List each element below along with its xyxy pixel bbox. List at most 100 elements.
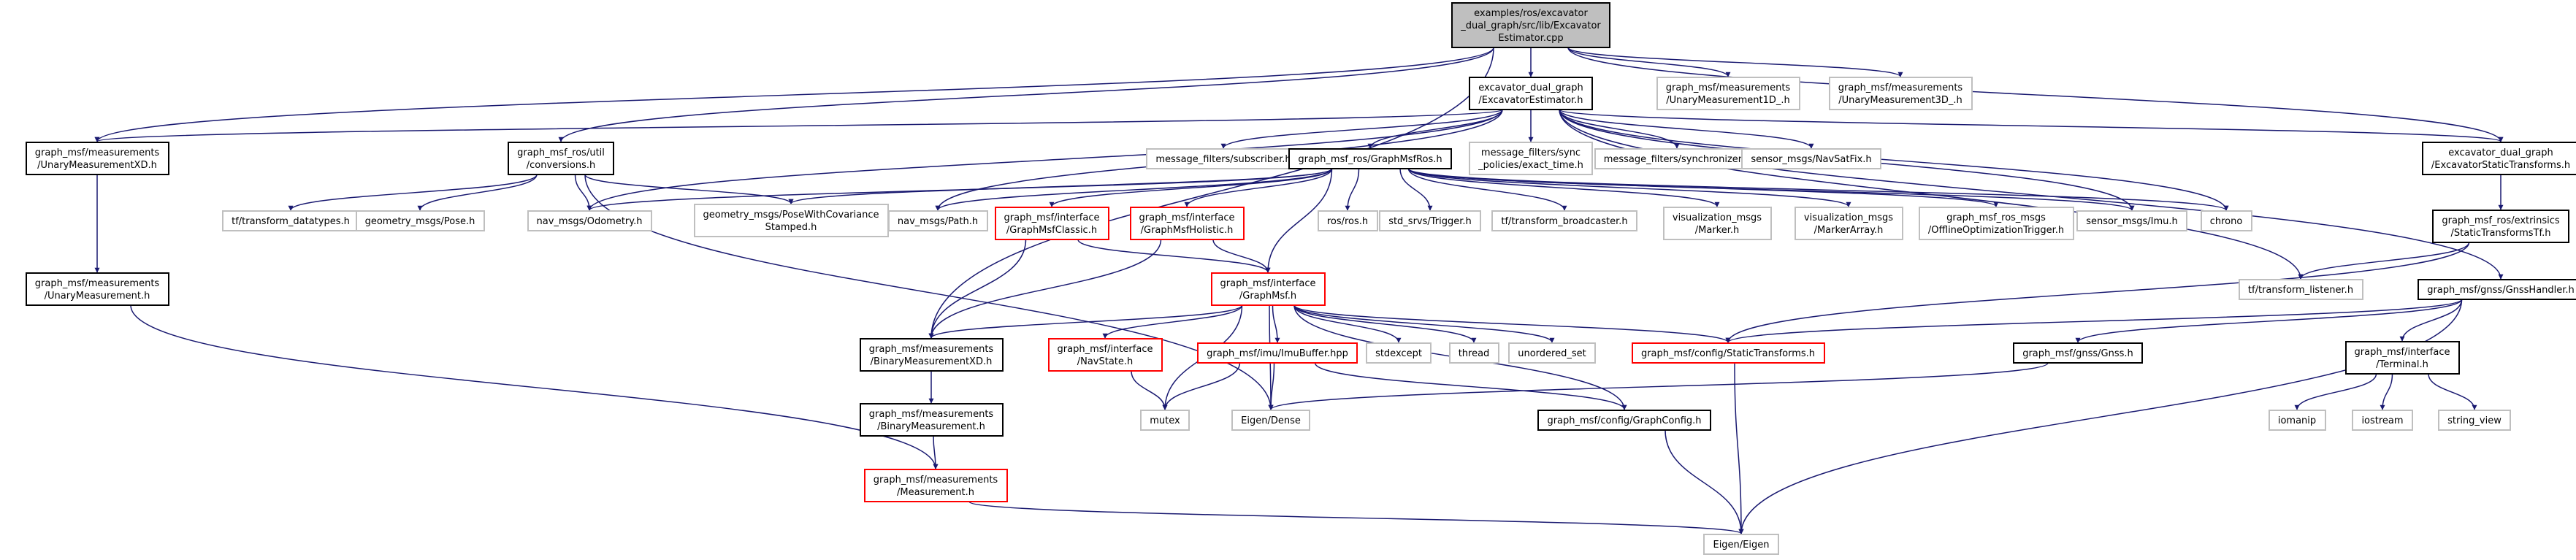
node-label-line: /GraphMsfClassic.h bbox=[1006, 225, 1097, 236]
edge-root-to-umxd bbox=[94, 47, 1494, 142]
node-marker: visualization_msgs/Marker.h bbox=[1663, 207, 1772, 240]
node-label-line: nav_msgs/Odometry.h bbox=[537, 216, 643, 227]
node-label-line: graph_msf_ros/util bbox=[517, 147, 605, 158]
node-label-line: examples/ros/excavator bbox=[1474, 8, 1588, 19]
node-gconf[interactable]: graph_msf/config/GraphConfig.h bbox=[1537, 410, 1711, 431]
edge-stf-to-eigen bbox=[1734, 362, 1744, 534]
node-root[interactable]: examples/ros/excavator_dual_graph/src/li… bbox=[1451, 2, 1610, 48]
edge-imubuf-to-dense bbox=[1268, 362, 1275, 410]
node-label-line: graph_msf/interface bbox=[2355, 347, 2450, 358]
node-imu: sensor_msgs/Imu.h bbox=[2076, 210, 2187, 231]
node-ee[interactable]: excavator_dual_graph/ExcavatorEstimator.… bbox=[1469, 77, 1593, 110]
edge-ee-to-umxd bbox=[95, 109, 1503, 142]
edge-rstt-to-tfl bbox=[2298, 242, 2470, 280]
node-label-line: geometry_msgs/Pose.h bbox=[365, 216, 475, 227]
node-label-line: /ExcavatorEstimator.h bbox=[1478, 95, 1583, 106]
node-layer: examples/ros/excavator_dual_graph/src/li… bbox=[26, 2, 2576, 555]
edge-ee-to-odom bbox=[586, 109, 1503, 211]
node-eigen: Eigen/Eigen bbox=[1703, 534, 1779, 555]
node-navsat: sensor_msgs/NavSatFix.h bbox=[1741, 148, 1881, 169]
edge-ee-to-mfsub bbox=[1220, 109, 1503, 149]
node-label-line: sensor_msgs/NavSatFix.h bbox=[1751, 154, 1871, 165]
node-offline: graph_msf_ros_msgs/OfflineOptimizationTr… bbox=[1919, 207, 2074, 240]
node-imubuf[interactable]: graph_msf/imu/ImuBuffer.hpp bbox=[1197, 342, 1358, 364]
node-box bbox=[888, 210, 988, 231]
node-label-line: graph_msf/measurements bbox=[869, 344, 994, 355]
node-box bbox=[1231, 410, 1310, 431]
node-box bbox=[1919, 207, 2074, 240]
edge-gmros-to-gm bbox=[1265, 168, 1333, 273]
node-box bbox=[508, 142, 614, 175]
node-label-line: graph_msf/gnss/GnssHandler.h bbox=[2427, 285, 2575, 296]
node-odom: nav_msgs/Odometry.h bbox=[527, 210, 652, 231]
node-stf[interactable]: graph_msf/config/StaticTransforms.h bbox=[1632, 342, 1825, 364]
node-label-line: Eigen/Dense bbox=[1241, 415, 1301, 426]
node-box bbox=[2013, 342, 2143, 364]
node-label-line: stdexcept bbox=[1375, 348, 1422, 359]
node-label-line: nav_msgs/Path.h bbox=[898, 216, 978, 227]
node-box bbox=[1829, 77, 1973, 110]
node-label-line: /UnaryMeasurement3D_.h bbox=[1838, 95, 1962, 106]
node-navstate[interactable]: graph_msf/interface/NavState.h bbox=[1048, 338, 1163, 372]
node-box bbox=[864, 469, 1008, 502]
node-bm[interactable]: graph_msf/measurements/BinaryMeasurement… bbox=[860, 403, 1004, 437]
edge-term-to-sview bbox=[2428, 373, 2477, 410]
node-rstt[interactable]: graph_msf_ros/extrinsics/StaticTransform… bbox=[2432, 210, 2569, 243]
node-label-line: excavator_dual_graph bbox=[2448, 147, 2553, 158]
node-box bbox=[26, 142, 169, 175]
node-box bbox=[1741, 148, 1881, 169]
node-um1d: graph_msf/measurements/UnaryMeasurement1… bbox=[1656, 77, 1800, 110]
node-label-line: graph_msf/imu/ImuBuffer.hpp bbox=[1207, 348, 1348, 359]
node-bmxd[interactable]: graph_msf/measurements/BinaryMeasurement… bbox=[860, 338, 1004, 372]
node-term[interactable]: graph_msf/interface/Terminal.h bbox=[2345, 341, 2460, 375]
edge-bm-to-meas bbox=[933, 435, 939, 469]
node-label-line: string_view bbox=[2447, 415, 2502, 426]
node-label-line: graph_msf_ros/GraphMsfRos.h bbox=[1298, 154, 1442, 165]
node-gnssh[interactable]: graph_msf/gnss/GnssHandler.h bbox=[2418, 279, 2576, 300]
node-label-line: /Measurement.h bbox=[897, 487, 974, 498]
node-label-line: tf/transform_listener.h bbox=[2248, 285, 2353, 296]
edge-imubuf-to-gconf bbox=[1314, 362, 1627, 410]
edge-gnssh-to-stf bbox=[1725, 299, 2463, 343]
node-box bbox=[2345, 341, 2460, 375]
node-tfb: tf/transform_broadcaster.h bbox=[1491, 210, 1637, 231]
edge-navstate-to-mutex bbox=[1131, 370, 1168, 410]
node-label-line: graph_msf/measurements bbox=[35, 278, 160, 289]
node-gmc[interactable]: graph_msf/interface/GraphMsfClassic.h bbox=[995, 207, 1109, 240]
node-label-line: graph_msf/config/GraphConfig.h bbox=[1547, 415, 1701, 426]
node-mfsync: message_filters/sync_policies/exact_time… bbox=[1469, 142, 1593, 175]
edge-gmros-to-path bbox=[935, 168, 1333, 211]
node-box bbox=[1537, 410, 1711, 431]
node-pwc: geometry_msgs/PoseWithCovarianceStamped.… bbox=[694, 204, 889, 237]
node-meas[interactable]: graph_msf/measurements/Measurement.h bbox=[864, 469, 1008, 502]
node-umxd[interactable]: graph_msf/measurements/UnaryMeasurementX… bbox=[26, 142, 169, 175]
node-mfsub: message_filters/subscriber.h bbox=[1146, 148, 1301, 169]
node-um[interactable]: graph_msf/measurements/UnaryMeasurement.… bbox=[26, 272, 169, 306]
node-gnss[interactable]: graph_msf/gnss/Gnss.h bbox=[2013, 342, 2143, 364]
node-label-line: /OfflineOptimizationTrigger.h bbox=[1928, 225, 2064, 236]
edge-conv-to-odom bbox=[574, 174, 592, 211]
node-box bbox=[1469, 142, 1593, 175]
node-label-line: message_filters/sync bbox=[1481, 147, 1581, 158]
node-label-line: /UnaryMeasurement1D_.h bbox=[1666, 95, 1790, 106]
node-box bbox=[1594, 148, 1760, 169]
edge-root-to-bmxd bbox=[928, 47, 1494, 339]
edge-um-to-meas bbox=[130, 304, 939, 469]
node-label-line: graph_msf_ros_msgs bbox=[1946, 212, 2046, 223]
node-gm[interactable]: graph_msf/interface/GraphMsf.h bbox=[1211, 272, 1326, 306]
node-conv[interactable]: graph_msf_ros/util/conversions.h bbox=[508, 142, 614, 175]
edge-gm-to-stdexc bbox=[1293, 304, 1402, 343]
node-box bbox=[2352, 410, 2413, 431]
node-label-line: tf/transform_broadcaster.h bbox=[1501, 216, 1627, 227]
node-box bbox=[2418, 279, 2576, 300]
edge-gmros-to-markera bbox=[1407, 168, 1851, 207]
node-label-line: graph_msf/interface bbox=[1139, 212, 1235, 223]
node-gmros[interactable]: graph_msf_ros/GraphMsfRos.h bbox=[1288, 148, 1452, 169]
node-gmh[interactable]: graph_msf/interface/GraphMsfHolistic.h bbox=[1130, 207, 1245, 240]
node-label-line: Stamped.h bbox=[765, 222, 817, 233]
node-label-line: thread bbox=[1459, 348, 1490, 359]
node-label-line: /NavState.h bbox=[1077, 356, 1134, 367]
node-box bbox=[1318, 210, 1378, 231]
node-est[interactable]: excavator_dual_graph/ExcavatorStaticTran… bbox=[2422, 142, 2576, 175]
edge-gmros-to-gmc bbox=[1049, 168, 1333, 207]
